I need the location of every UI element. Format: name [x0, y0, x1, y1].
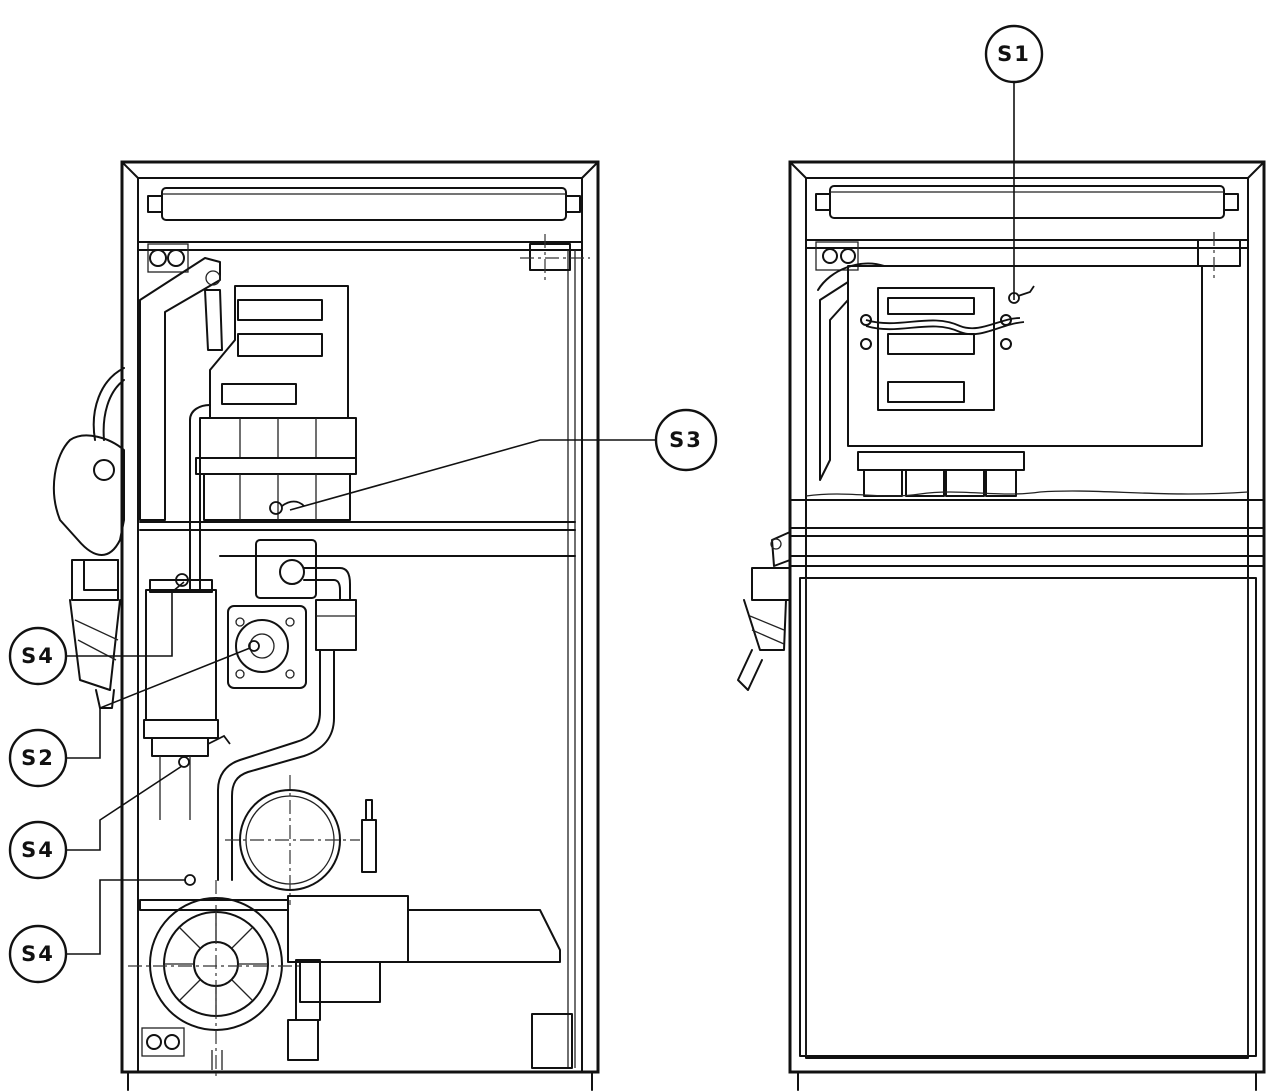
callout-s4-upper-label: S4 [21, 644, 55, 668]
right-top-bolts [815, 232, 1241, 280]
left-dispenser-view [53, 160, 600, 1091]
right-nozzle [737, 531, 791, 691]
callout-s3-label: S3 [669, 428, 703, 452]
left-hose-nozzle [53, 367, 125, 709]
right-light-tube [815, 185, 1239, 219]
right-meter-stack [805, 451, 1249, 497]
left-light-tube [147, 187, 581, 221]
left-motor [225, 775, 377, 905]
callout-s2: S2 [8, 647, 251, 788]
left-pump-unit [128, 880, 561, 1080]
right-register-panel [817, 262, 1203, 481]
callout-s2-label: S2 [21, 746, 55, 770]
callout-s4-middle: S4 [8, 765, 183, 880]
right-cabinet-frame [788, 160, 1266, 1091]
left-cabinet-frame [120, 160, 600, 1091]
callout-s4-lower-label: S4 [21, 942, 55, 966]
left-cabinet-rails [139, 521, 576, 557]
left-register-head [195, 285, 357, 521]
callout-s4-middle-label: S4 [21, 838, 55, 862]
left-filter-assembly [143, 573, 219, 820]
left-meter-pipe [189, 404, 211, 591]
left-outlet-pipe [217, 649, 335, 881]
left-top-bolts [147, 234, 590, 284]
left-nozzle-boot [139, 257, 223, 521]
right-dispenser-view [737, 160, 1266, 1091]
callout-s4-upper: S4 [8, 581, 185, 686]
left-bottom-bolts [141, 1013, 573, 1070]
callout-s4-lower: S4 [8, 879, 186, 984]
callout-s3: S3 [289, 408, 718, 511]
left-seal-wires [178, 500, 305, 886]
left-meter-block [227, 539, 357, 689]
callout-s1-label: S1 [997, 42, 1031, 66]
callout-s1: S1 [984, 24, 1044, 300]
